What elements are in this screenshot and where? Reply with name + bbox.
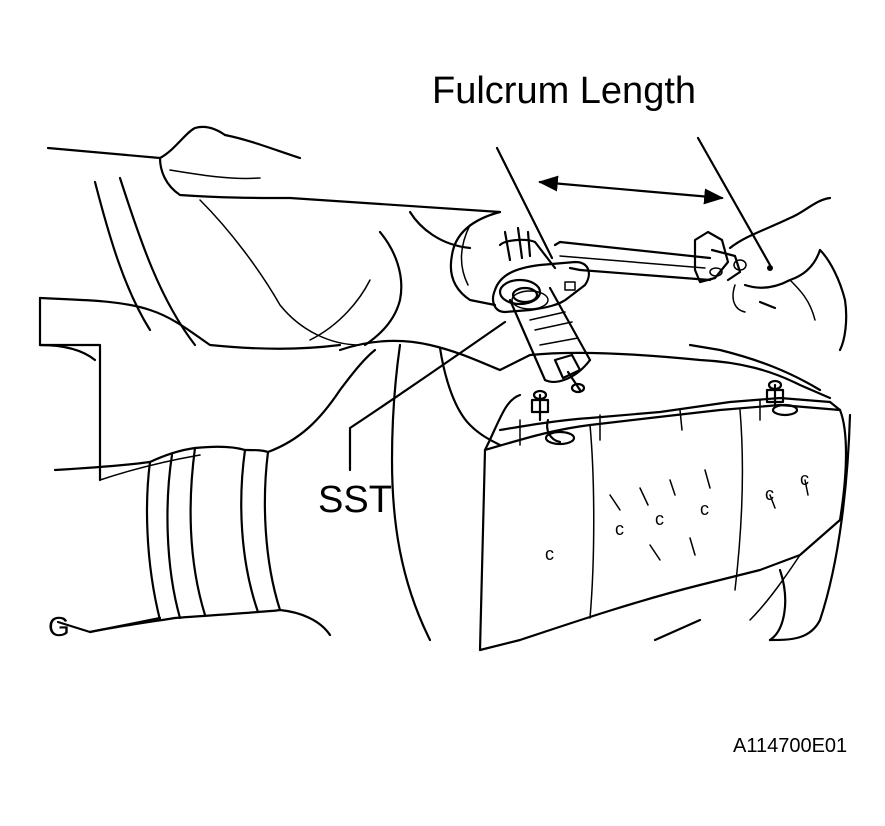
shield-mark: c [800,469,809,489]
g-leader [88,616,162,634]
sst-leader [348,320,507,472]
exhaust-pipe [53,348,377,637]
catalytic-converter: c c c c c c [338,339,852,652]
shield-mark: c [545,544,554,564]
fulcrum-dimension [495,136,772,267]
sst-label: SST [318,479,392,521]
g-label: G [48,611,70,642]
shield-mark: c [615,519,624,539]
fulcrum-length-label: Fulcrum Length [432,70,696,112]
shield-mark: c [655,509,664,529]
shield-mark: c [700,499,709,519]
body-panel [38,125,502,482]
shield-mark: c [765,484,774,504]
mounting-bolts [530,379,799,446]
sst-tool [491,226,592,394]
torque-wrench [553,196,848,352]
pointer-dot [767,265,773,271]
figure-code: A114700E01 [733,735,847,757]
